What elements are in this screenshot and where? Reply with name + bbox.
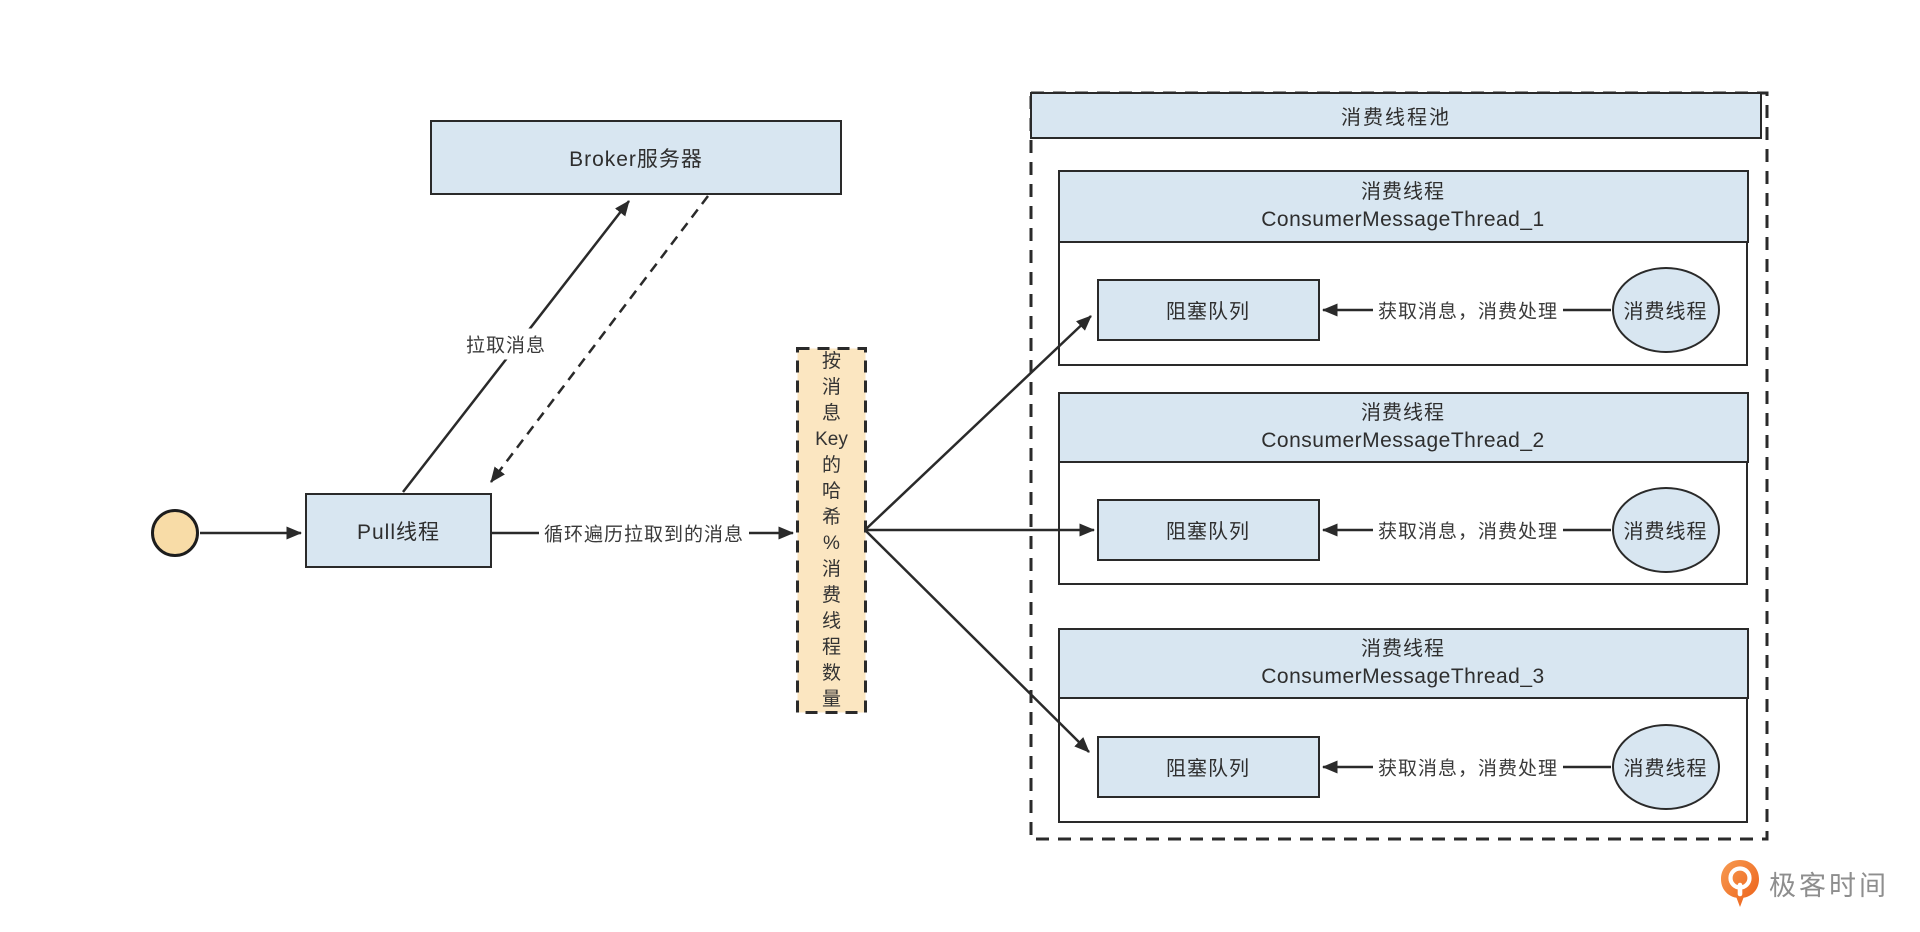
edge-label-loop-messages: 循环遍历拉取到的消息 xyxy=(538,517,750,549)
thread-group-3: 消费线程 ConsumerMessageThread_3 阻塞队列 消费线程 xyxy=(1057,627,1749,823)
geektime-logo: 极客时间 xyxy=(1719,858,1889,908)
edge-label-fetch-consume-1: 获取消息，消费处理 xyxy=(1372,294,1564,326)
blocking-queue-1: 阻塞队列 xyxy=(1096,278,1320,341)
broker-label: Broker服务器 xyxy=(569,147,703,171)
thread-group-3-subtitle: ConsumerMessageThread_3 xyxy=(1261,665,1545,688)
geektime-logo-text: 极客时间 xyxy=(1769,870,1889,901)
thread-group-1-header: 消费线程 ConsumerMessageThread_1 xyxy=(1057,169,1749,243)
edge-label-fetch-consume-2: 获取消息，消费处理 xyxy=(1372,514,1564,546)
thread-group-2-title: 消费线程 xyxy=(1361,402,1445,424)
pull-thread-box: Pull线程 xyxy=(305,493,492,568)
blocking-queue-2: 阻塞队列 xyxy=(1096,498,1320,561)
thread-group-2-header: 消费线程 ConsumerMessageThread_2 xyxy=(1057,391,1749,463)
thread-group-2: 消费线程 ConsumerMessageThread_2 阻塞队列 消费线程 xyxy=(1057,391,1749,585)
blocking-queue-2-label: 阻塞队列 xyxy=(1166,521,1250,543)
edge-label-fetch-consume-3: 获取消息，消费处理 xyxy=(1372,751,1564,783)
consumer-thread-node-3-label: 消费线程 xyxy=(1623,758,1708,780)
thread-group-1-title: 消费线程 xyxy=(1361,181,1445,203)
consumer-pool-title-bar: 消费线程池 xyxy=(1030,92,1762,139)
thread-group-2-subtitle: ConsumerMessageThread_2 xyxy=(1261,429,1545,452)
arrow-hash-to-queue-3 xyxy=(865,530,1090,753)
pull-thread-label: Pull线程 xyxy=(356,520,441,544)
consumer-thread-node-1: 消费线程 xyxy=(1611,266,1720,353)
consumer-thread-node-1-label: 消费线程 xyxy=(1623,301,1708,323)
start-node xyxy=(151,509,199,557)
broker-box: Broker服务器 xyxy=(430,120,842,195)
consumer-thread-node-2-label: 消费线程 xyxy=(1623,521,1708,543)
consumer-thread-node-2: 消费线程 xyxy=(1611,486,1720,573)
edge-label-pull-messages: 拉取消息 xyxy=(460,328,552,360)
thread-group-3-title: 消费线程 xyxy=(1361,638,1445,660)
blocking-queue-1-label: 阻塞队列 xyxy=(1166,301,1250,323)
thread-group-1-subtitle: ConsumerMessageThread_1 xyxy=(1261,208,1545,231)
geektime-logo-icon xyxy=(1721,860,1759,907)
thread-group-1: 消费线程 ConsumerMessageThread_1 阻塞队列 消费线程 xyxy=(1057,169,1749,366)
blocking-queue-3: 阻塞队列 xyxy=(1096,735,1320,798)
consumer-thread-node-3: 消费线程 xyxy=(1611,723,1720,810)
blocking-queue-3-label: 阻塞队列 xyxy=(1166,758,1250,780)
consumer-pool-title: 消费线程池 xyxy=(1341,107,1451,129)
thread-group-3-header: 消费线程 ConsumerMessageThread_3 xyxy=(1057,627,1749,699)
